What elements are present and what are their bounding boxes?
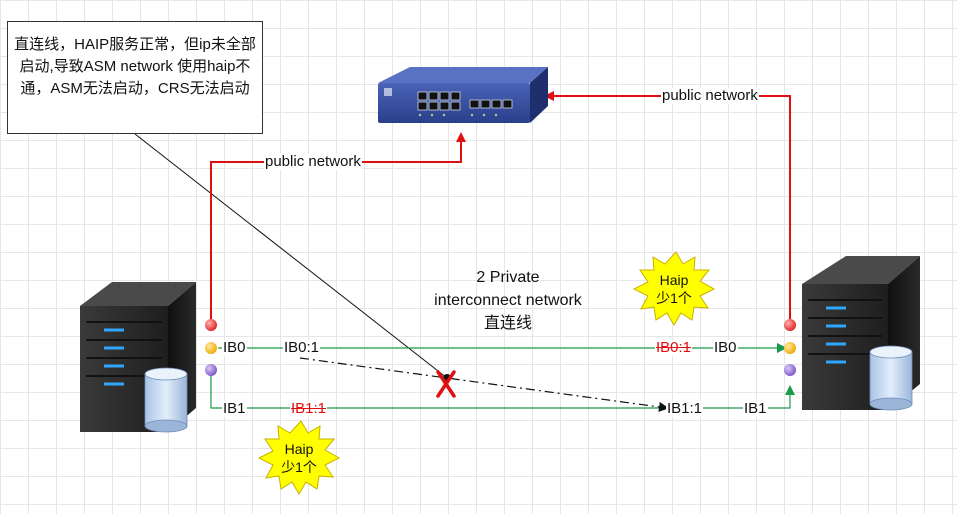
haip-burst-left-shape	[257, 420, 341, 495]
left-ib1-vip-missing-label: IB1:1	[290, 400, 328, 417]
right-ib1-vip-label: IB1:1	[666, 400, 704, 417]
left-ib1-port-dot	[205, 364, 217, 376]
left-ib0-port-dot	[205, 342, 217, 354]
haip-burst-right-shape	[632, 251, 716, 326]
private-interconnect-line-2: interconnect network	[434, 292, 582, 309]
haip-burst-left-subtitle: 少1个	[281, 459, 317, 475]
right-ib0-vip-missing-label: IB0:1	[655, 339, 693, 356]
public-network-link-right	[544, 91, 791, 320]
callout-note-text: 直连线，HAIP服务正常，但ip未全部启动,导致ASM network 使用ha…	[14, 36, 256, 97]
left-ib0-vip-label: IB0:1	[283, 339, 321, 356]
right-ib0-label: IB0	[713, 339, 738, 356]
public-network-label-left: public network	[264, 153, 362, 170]
left-ib1-label: IB1	[222, 400, 247, 417]
haip-burst-left-text: Haip 少1个	[269, 440, 329, 476]
broken-link-x-icon	[436, 370, 456, 398]
right-public-port-dot	[784, 319, 796, 331]
private-interconnect-line-3: 直连线	[483, 315, 532, 332]
right-ib0-port-dot	[784, 342, 796, 354]
haip-burst-left-title: Haip	[284, 441, 314, 457]
callout-note: 直连线，HAIP服务正常，但ip未全部启动,导致ASM network 使用ha…	[7, 21, 263, 134]
callout-line	[134, 133, 448, 379]
right-ib1-label: IB1	[743, 400, 768, 417]
ib1-private-link	[210, 376, 795, 409]
haip-burst-right-text: Haip 少1个	[644, 271, 704, 307]
left-public-port-dot	[205, 319, 217, 331]
network-switch-icon	[378, 67, 548, 123]
private-interconnect-description: 2 Private interconnect network 直连线	[415, 266, 601, 335]
left-database-icon	[144, 367, 188, 433]
private-interconnect-line-1: 2 Private	[476, 269, 540, 286]
haip-burst-right-title: Haip	[659, 272, 689, 288]
right-ib1-port-dot	[784, 364, 796, 376]
right-database-icon	[869, 345, 913, 411]
left-ib0-label: IB0	[222, 339, 247, 356]
haip-burst-right-subtitle: 少1个	[656, 290, 692, 306]
haip-vip-route	[299, 357, 669, 412]
public-network-label-right: public network	[661, 87, 759, 104]
